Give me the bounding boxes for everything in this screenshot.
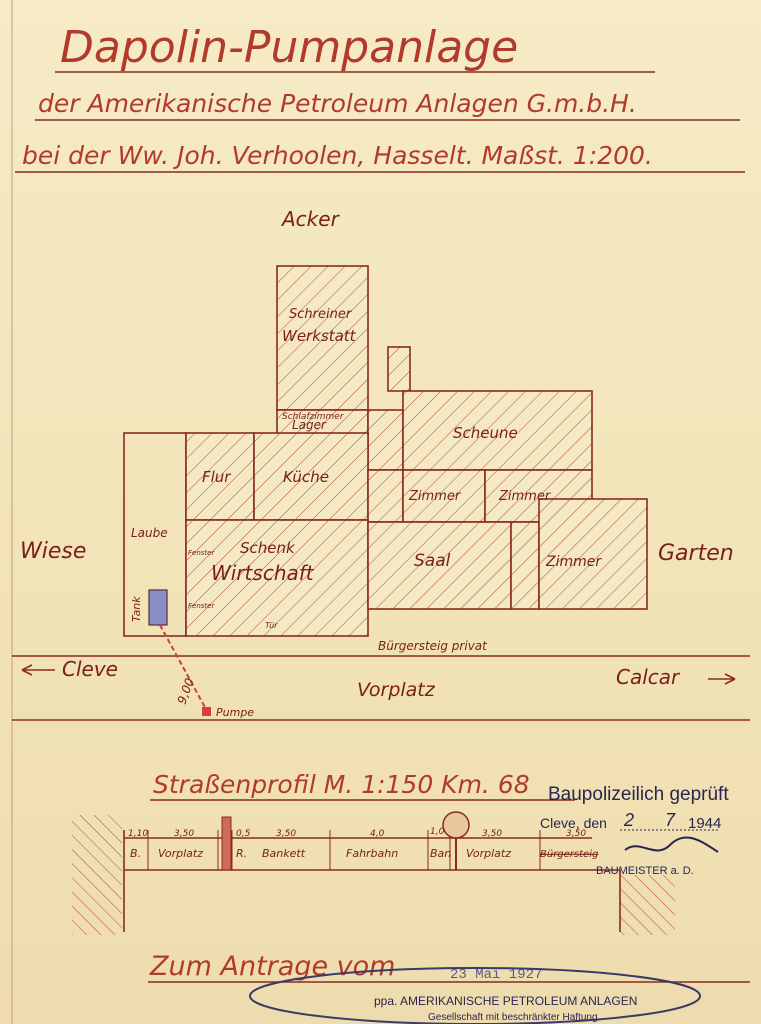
room-wirtschaft: [185, 519, 369, 637]
label-acker: Acker: [280, 207, 341, 231]
seg-vorplatz-right: Vorplatz: [466, 847, 511, 860]
profile-hatch-left: [72, 815, 122, 935]
label-calcar: Calcar: [616, 665, 681, 689]
dim-7: 3,50: [482, 829, 502, 839]
label-scheune: Scheune: [453, 424, 518, 442]
main-title: Dapolin-Pumpanlage: [60, 22, 518, 73]
seg-fahrbahn: Fahrbahn: [346, 847, 398, 860]
note-fenster-1: Fenster: [188, 549, 215, 557]
label-garten: Garten: [658, 541, 734, 566]
room-saal: [367, 521, 512, 610]
building-plan: Schreiner Werkstatt Schlafzimmer Lager S…: [123, 265, 648, 637]
street-profile: 1,10 3,50 0,5 3,50 4,0 1,0 3,50 3,50 B. …: [72, 811, 675, 935]
tank-marker: [148, 589, 168, 626]
dim-5: 4,0: [370, 829, 385, 839]
label-tank: Tank: [130, 596, 143, 622]
label-cleve: Cleve: [62, 657, 118, 681]
subtitle-location: bei der Ww. Joh. Verhoolen, Hasselt. Maß…: [22, 141, 653, 170]
room-werkstatt: [276, 265, 369, 411]
room-side: [367, 469, 404, 523]
subtitle-company: der Amerikanische Petroleum Anlagen G.m.…: [38, 89, 637, 118]
profile-title: Straßenprofil M. 1:150 Km. 68: [153, 770, 530, 799]
dim-8: 3,50: [566, 829, 586, 839]
note-wirtschaft: Schenk: [240, 539, 296, 557]
label-flur: Flur: [202, 468, 231, 486]
note-tuer: Tür: [265, 621, 278, 630]
pump-post: [221, 816, 232, 871]
room-zimmer-3: [538, 498, 648, 610]
label-kueche: Küche: [283, 468, 329, 486]
company-stamp-1: ppa. AMERIKANISCHE PETROLEUM ANLAGEN: [374, 994, 637, 1008]
dim-6: 1,0: [430, 827, 445, 837]
room-chimney: [387, 346, 411, 392]
stamp-year: 1944: [688, 815, 721, 832]
dim-2: 3,50: [174, 829, 194, 839]
label-laube: Laube: [131, 526, 168, 540]
arrow-left-icon: [21, 664, 33, 676]
dim-3: 0,5: [236, 829, 251, 839]
dim-4: 3,50: [276, 829, 296, 839]
label-werkstatt: Werkstatt: [282, 327, 357, 345]
arrow-right-icon: [724, 673, 736, 685]
room-kueche: [253, 432, 369, 521]
label-zimmer-3: Zimmer: [545, 554, 602, 570]
seg-r: R.: [236, 847, 247, 860]
antrag-date-stamp: 23 Mai 1927: [450, 967, 542, 983]
stamp-day: 2: [623, 810, 634, 830]
signature-icon: [624, 836, 719, 853]
pump-marker: [202, 707, 211, 716]
dim-1: 1,10: [128, 829, 148, 839]
seg-buergersteig: Bürgersteig: [540, 849, 598, 860]
tree-icon: [442, 811, 470, 839]
signature-loop-icon: [249, 967, 701, 1024]
label-wiese: Wiese: [20, 539, 86, 564]
label-zimmer-2: Zimmer: [498, 489, 552, 504]
pipe-line: [159, 624, 208, 712]
stamp-month: 7: [665, 810, 676, 830]
profile-ticks: [147, 830, 541, 870]
stamp-line2: Cleve, den: [540, 815, 607, 831]
label-buergersteig: Bürgersteig privat: [378, 639, 488, 653]
label-distance: 9,00: [175, 676, 197, 706]
note-lager: Schlafzimmer: [282, 412, 345, 422]
seg-b: B.: [130, 847, 141, 860]
profile-hatch-right: [620, 875, 675, 935]
stamp-line1: Baupolizeilich geprüft: [548, 784, 729, 805]
antrag-label: Zum Antrage vom: [149, 951, 395, 982]
room-saal-annex: [510, 521, 540, 610]
note-fenster-2: Fenster: [188, 602, 215, 610]
stamp-line3: BAUMEISTER a. D.: [596, 865, 694, 877]
note-werkstatt: Schreiner: [289, 307, 353, 322]
seg-vorplatz-left: Vorplatz: [158, 847, 203, 860]
room-scheune: [402, 390, 593, 471]
seg-bankett: Bankett: [262, 847, 306, 860]
police-stamp: Baupolizeilich geprüft Cleve, den 2 7 19…: [540, 784, 729, 877]
label-saal: Saal: [414, 551, 451, 571]
label-wirtschaft: Wirtschaft: [211, 561, 315, 585]
label-zimmer-1: Zimmer: [408, 489, 462, 504]
room-passage: [367, 409, 404, 471]
label-pumpe: Pumpe: [216, 706, 254, 719]
label-lager: Lager: [292, 418, 327, 432]
label-vorplatz: Vorplatz: [357, 679, 436, 701]
seg-ban: Ban: [430, 847, 451, 860]
company-stamp-2: Gesellschaft mit beschränkter Haftung: [428, 1012, 598, 1023]
